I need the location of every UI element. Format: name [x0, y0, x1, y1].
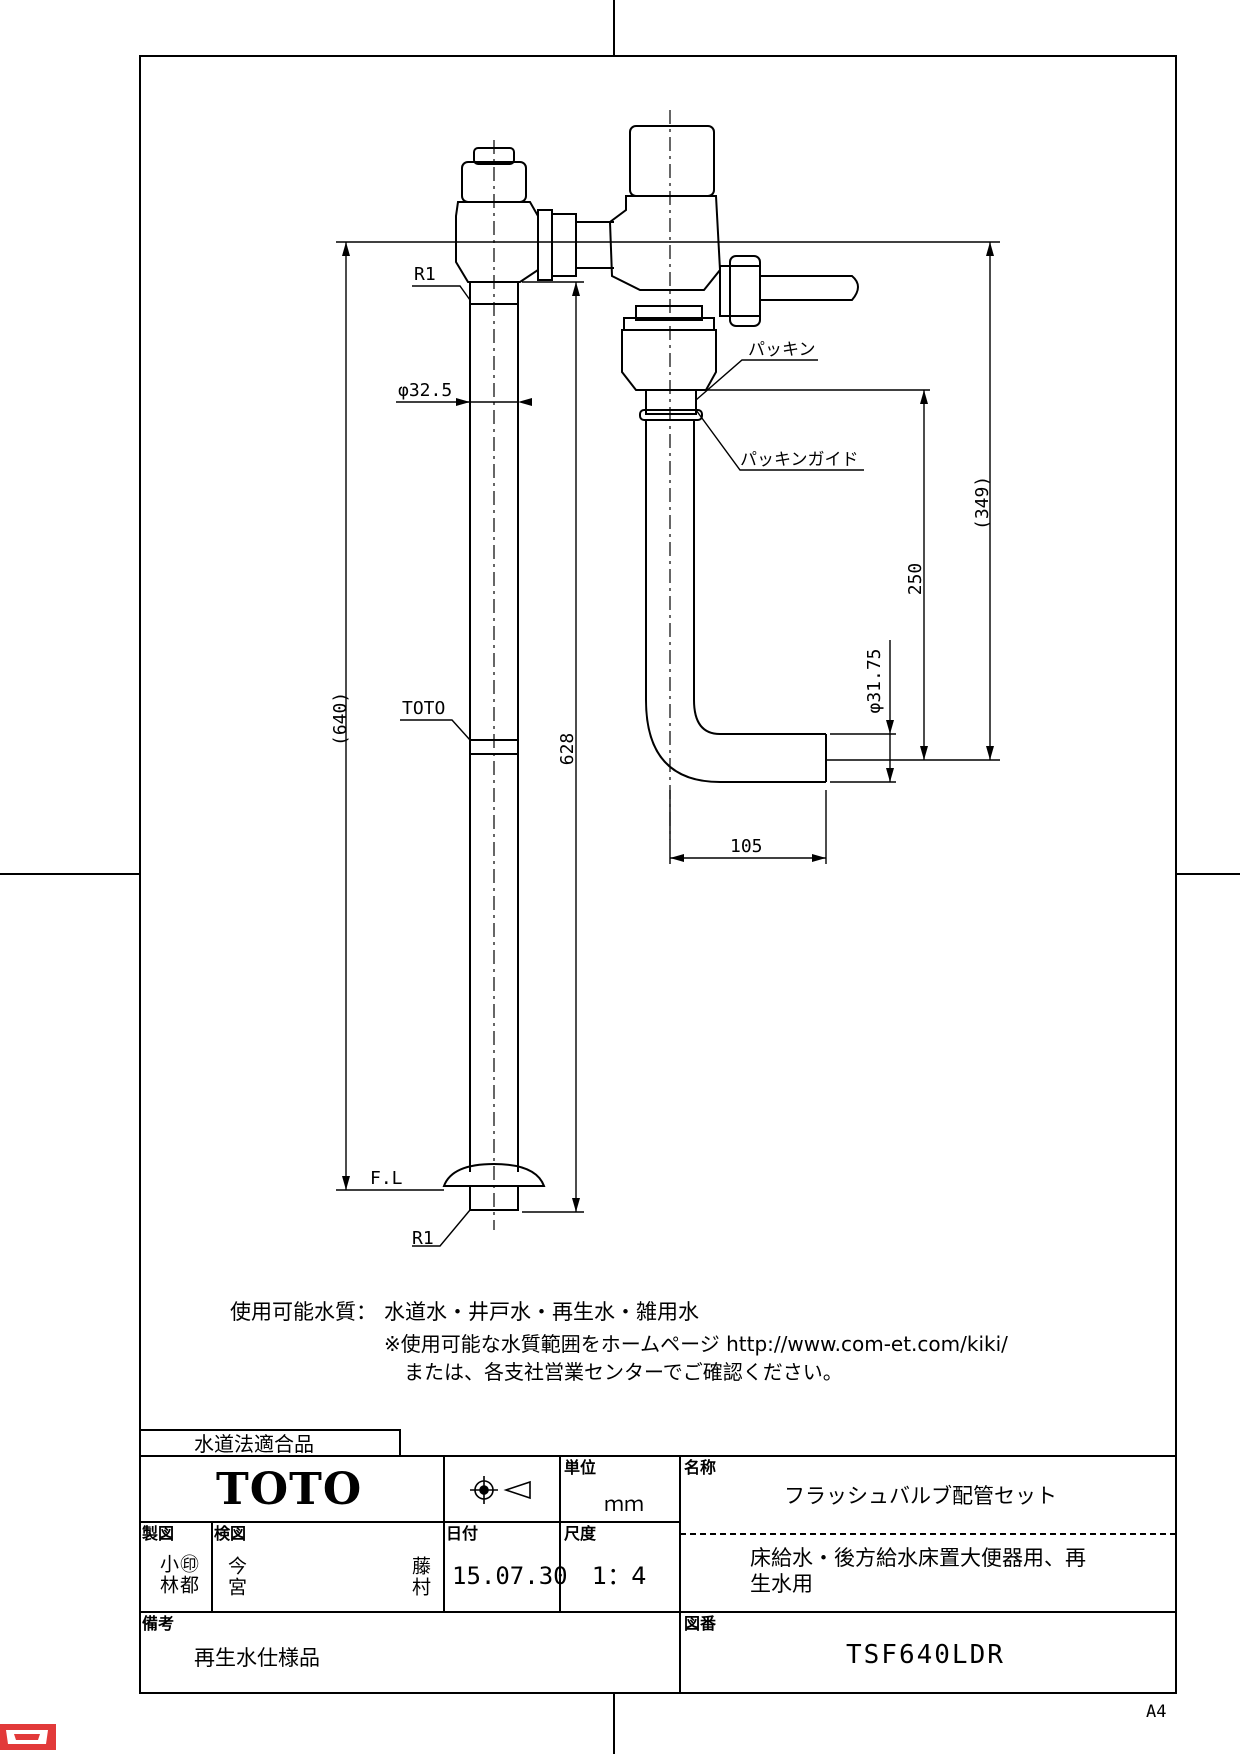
label-packing-guide: パッキンガイド [740, 450, 859, 470]
unit-label: 単位 [564, 1458, 597, 1477]
dimension-628: 628 [557, 732, 578, 766]
drawn-label: 製図 [142, 1524, 175, 1543]
water-quality-types: 水道水・井戸水・再生水・雑用水 [384, 1300, 699, 1324]
dimension-outer-diameter: φ31.75 [864, 648, 885, 714]
label-packing: パッキン [748, 340, 816, 360]
dimension-640: (640) [330, 691, 351, 746]
dimension-349: (349) [972, 475, 993, 530]
certification-label: 水道法適合品 [194, 1432, 314, 1456]
remarks-label: 備考 [142, 1614, 175, 1633]
label-floor-line: F.L [370, 1168, 403, 1189]
product-name: フラッシュバルブ配管セット [784, 1484, 1057, 1508]
checked-by-a: 今宮 [225, 1556, 247, 1598]
water-quality-note-line3: または、各支社営業センターでご確認ください。 [404, 1360, 843, 1384]
flush-valve [608, 125, 859, 421]
name-label: 名称 [684, 1458, 717, 1477]
drawing-number: TSF640LDR [846, 1640, 1005, 1670]
corner-logo-icon [0, 1724, 56, 1750]
scale-value: 1：4 [592, 1562, 647, 1590]
date-label: 日付 [446, 1524, 479, 1543]
dimension-250: 250 [905, 562, 926, 596]
checked-by-b: 藤村 [409, 1556, 431, 1598]
valve-body-left [455, 147, 614, 283]
title-block-grid [139, 1429, 1176, 1693]
scale-label: 尺度 [564, 1524, 597, 1543]
dimension-105: 105 [730, 836, 763, 857]
drawn-by-a: 小林 [157, 1554, 179, 1596]
label-r1-bottom: R1 [412, 1228, 434, 1249]
date-value: 15.07.30 [452, 1562, 568, 1590]
remarks-value: 再生水仕様品 [194, 1646, 320, 1670]
bent-pipe [645, 420, 827, 783]
paper-size: A4 [1146, 1702, 1167, 1722]
label-toto-mark: TOTO [402, 698, 446, 719]
description-line2: 生水用 [750, 1572, 813, 1596]
projection-symbol [470, 1476, 531, 1504]
unit-value: ｍｍ [604, 1492, 644, 1516]
drawing-number-label: 図番 [684, 1614, 717, 1633]
drawn-by-b: ㊞都 [177, 1554, 199, 1596]
water-quality-label: 使用可能水質： [230, 1300, 377, 1324]
label-pipe-diameter: φ32.5 [398, 380, 453, 401]
brand-logo: TOTO [216, 1464, 363, 1515]
label-r1-top: R1 [414, 264, 436, 285]
water-quality-note-line2: ※使用可能な水質範囲をホームページ http://www.com-et.com/… [384, 1332, 1008, 1356]
checked-label: 検図 [214, 1524, 247, 1543]
description-line1: 床給水・後方給水床置大便器用、再 [750, 1546, 1086, 1570]
